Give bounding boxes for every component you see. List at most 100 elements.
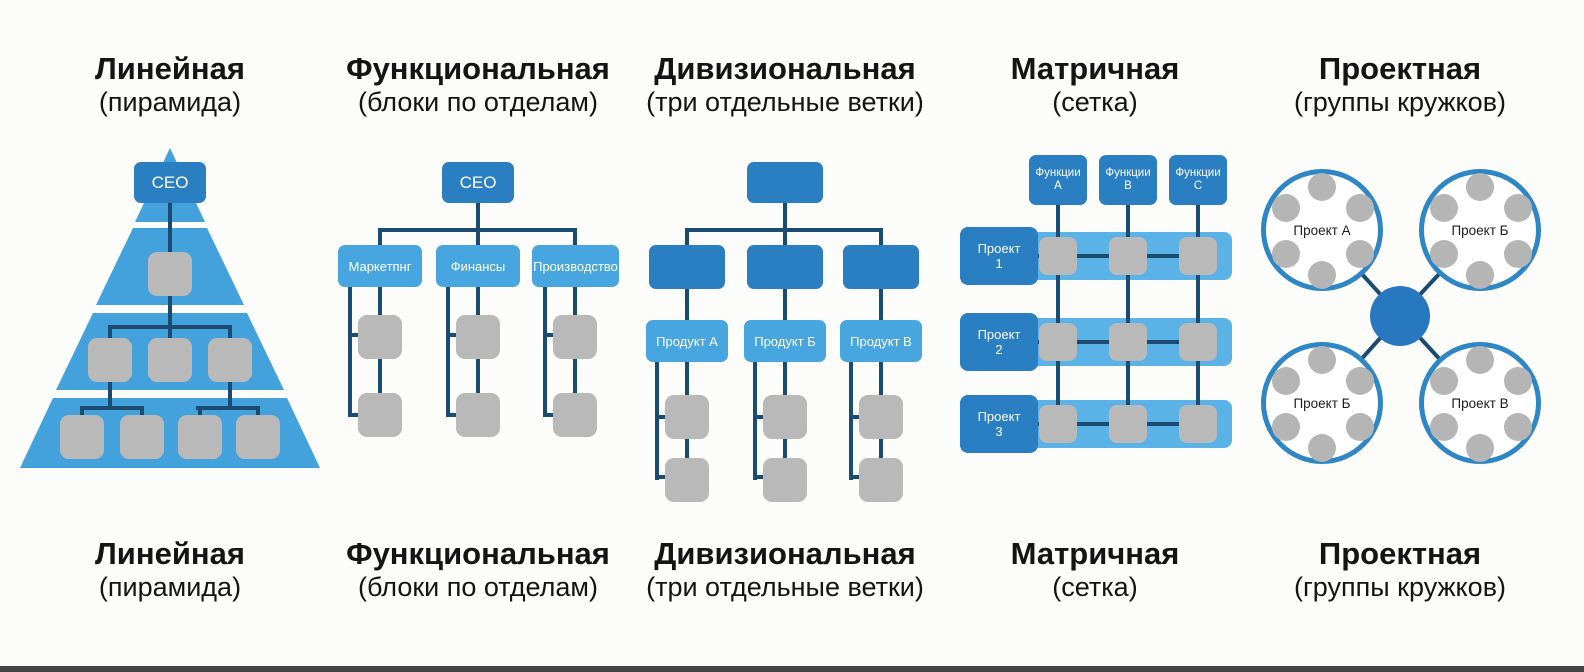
connector-line	[573, 359, 577, 393]
title-text: Линейная	[95, 536, 245, 571]
function-label-line1: Функции	[1175, 167, 1221, 179]
title-text: Матричная	[1010, 51, 1180, 86]
title-linear-bottom: Линейная (пирамида)	[20, 535, 320, 603]
connector-line	[450, 333, 456, 337]
divisional-diagram: Продукт А Продукт Б Продукт В	[640, 150, 940, 505]
employee-square	[1109, 323, 1147, 361]
connector-line	[685, 289, 689, 322]
project-circle-label: Проект В	[1451, 395, 1509, 411]
connector-line	[685, 362, 689, 395]
project-row-box-3: Проект 3	[960, 395, 1038, 453]
function-label-line1: Функции	[1035, 167, 1081, 179]
title-divisional-top: Дивизиональная (три отдельные ветки)	[635, 50, 935, 118]
product-box-b: Продукт Б	[744, 320, 826, 362]
product-label: Продукт В	[850, 333, 912, 349]
project-label-line1: Проект	[977, 409, 1021, 424]
member-dot	[1430, 240, 1458, 268]
connector-line	[446, 287, 450, 417]
employee-square	[236, 415, 280, 459]
title-text: Линейная	[95, 51, 245, 86]
project-row-box-2: Проект 2	[960, 313, 1038, 371]
connector-line	[685, 228, 689, 247]
member-dot	[1272, 194, 1300, 222]
connector-line	[879, 289, 883, 322]
member-dot	[1466, 346, 1494, 374]
connector-line	[108, 325, 112, 342]
connector-line	[352, 333, 358, 337]
subtitle-text: (группы кружков)	[1293, 87, 1507, 117]
employee-square	[358, 315, 402, 359]
division-box	[843, 245, 919, 289]
function-label-line1: Функции	[1105, 167, 1151, 179]
project-diagram: Проект А Проект Б Проект Б	[1255, 155, 1575, 475]
employee-square	[178, 415, 222, 459]
employee-square	[456, 393, 500, 437]
title-text: Матричная	[1010, 536, 1180, 571]
connector-line	[348, 287, 352, 417]
connector-line	[879, 228, 883, 247]
employee-square	[148, 338, 192, 382]
connector-line	[547, 413, 553, 417]
connector-line	[378, 359, 382, 393]
employee-square	[763, 395, 807, 439]
functional-diagram: CEO Маркетпнг Финансы Производство	[330, 150, 630, 460]
title-functional-top: Функциональная (блоки по отделам)	[328, 50, 628, 118]
connector-line	[228, 382, 232, 409]
title-text: Проектная	[1318, 51, 1482, 86]
connector-line	[783, 203, 787, 230]
employee-square	[1039, 405, 1077, 443]
connector-line	[198, 406, 202, 418]
product-label: Продукт Б	[754, 333, 816, 349]
connector-line	[450, 413, 456, 417]
connector-line	[543, 287, 547, 417]
project-label-line1: Проект	[977, 241, 1021, 256]
title-text: Функциональная	[346, 536, 610, 571]
department-box-marketing: Маркетпнг	[338, 245, 422, 287]
department-label: Финансы	[450, 258, 506, 274]
connector-line	[685, 439, 689, 458]
product-box-v: Продукт В	[840, 320, 922, 362]
connector-line	[783, 289, 787, 322]
connector-line	[879, 439, 883, 458]
employee-square	[665, 458, 709, 502]
subtitle-text: (три отдельные ветки)	[646, 572, 924, 602]
connector-line	[1196, 205, 1200, 424]
project-label-line2: 2	[995, 342, 1003, 357]
ceo-box: CEO	[134, 162, 206, 203]
title-text: Дивизиональная	[654, 536, 916, 571]
member-dot	[1272, 367, 1300, 395]
subtitle-text: (сетка)	[1052, 572, 1138, 602]
connector-line	[659, 475, 665, 479]
connector-line	[757, 415, 763, 419]
function-box-b: Функции В	[1099, 155, 1157, 205]
title-matrix-bottom: Матричная (сетка)	[945, 535, 1245, 603]
matrix-diagram: Функции А Функции В Функции С Проект 1 П…	[950, 145, 1250, 465]
subtitle-text: (блоки по отделам)	[358, 87, 598, 117]
head-box	[747, 162, 823, 203]
connector-line	[655, 362, 659, 480]
member-dot	[1430, 367, 1458, 395]
connector-line	[108, 382, 112, 409]
subtitle-text: (сетка)	[1052, 87, 1138, 117]
department-box-production: Производство	[532, 245, 619, 287]
connector-line	[352, 413, 358, 417]
employee-square	[1109, 237, 1147, 275]
function-label-line2: С	[1193, 180, 1203, 192]
member-dot	[1504, 240, 1532, 268]
project-row-box-1: Проект 1	[960, 227, 1038, 285]
connector-line	[80, 406, 84, 418]
member-dot	[1466, 434, 1494, 462]
employee-square	[1179, 237, 1217, 275]
member-dot	[1504, 413, 1532, 441]
title-matrix-top: Матричная (сетка)	[945, 50, 1245, 118]
project-circle-b: Проект Б	[1419, 169, 1541, 291]
connector-line	[547, 333, 553, 337]
member-dot	[1430, 194, 1458, 222]
division-box	[747, 245, 823, 289]
connector-line	[196, 406, 260, 410]
employee-square	[1039, 237, 1077, 275]
subtitle-text: (пирамида)	[98, 572, 242, 602]
project-circle-label: Проект Б	[1451, 222, 1509, 238]
project-circle-a: Проект А	[1261, 169, 1383, 291]
